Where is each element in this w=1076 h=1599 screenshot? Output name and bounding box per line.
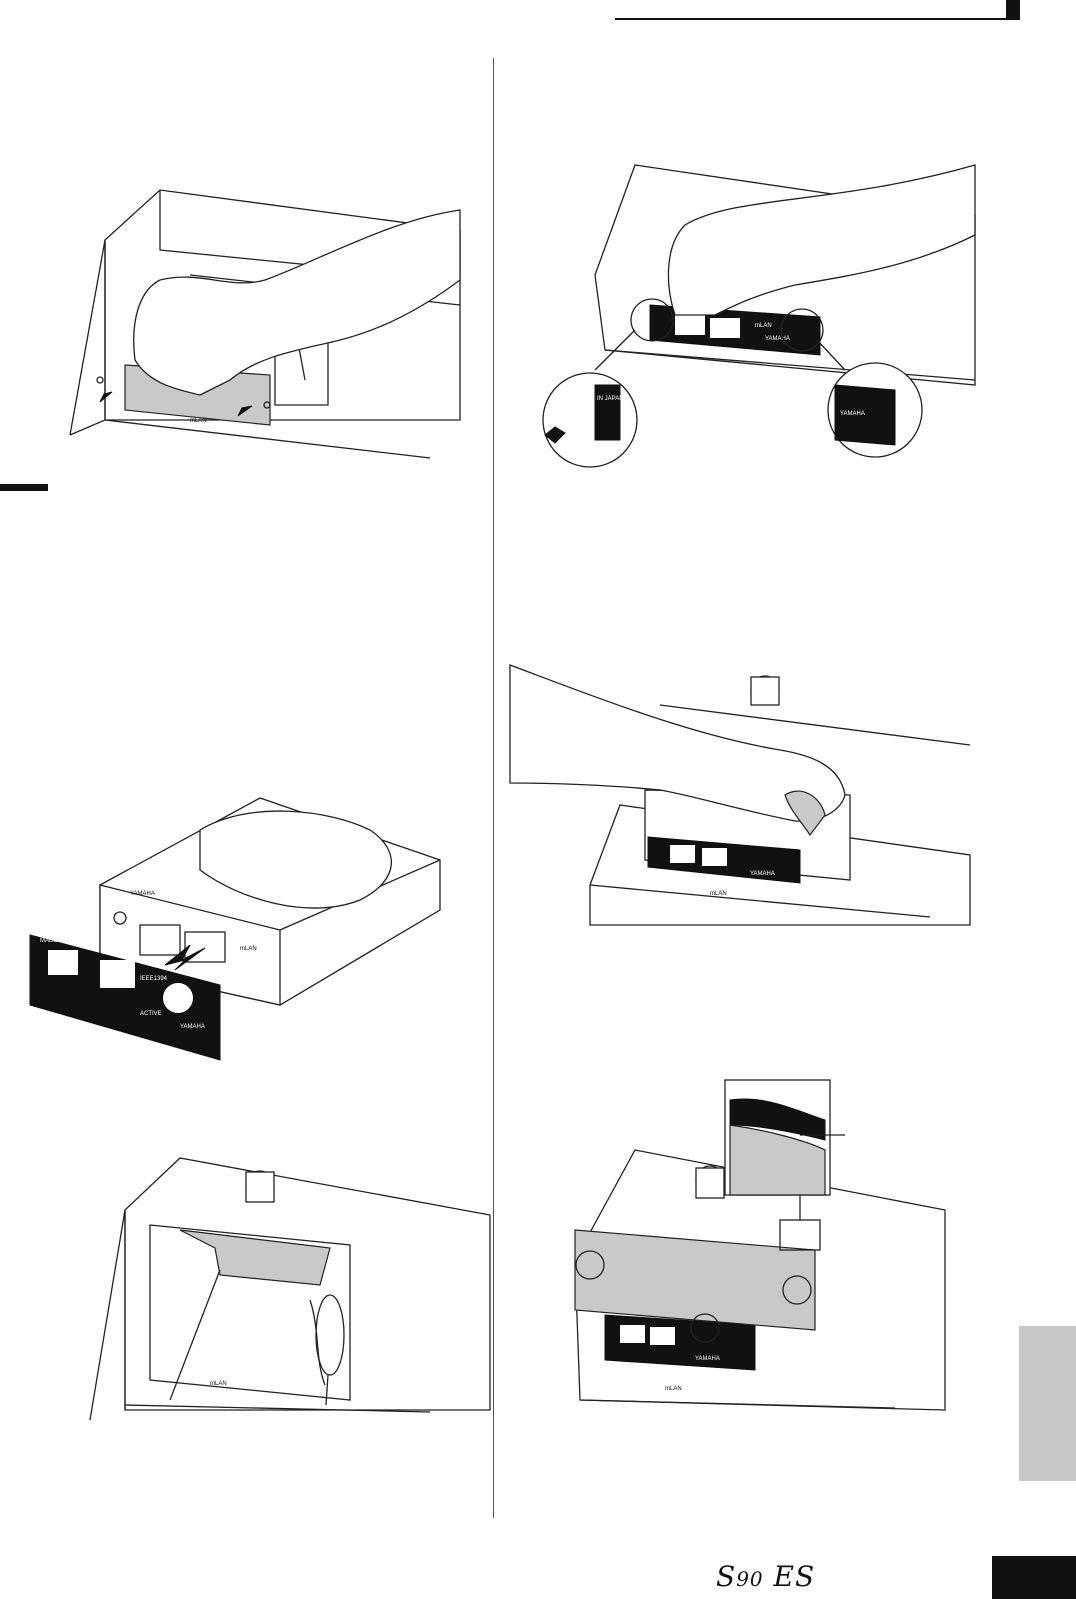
svg-text:YAMAHA: YAMAHA xyxy=(840,411,865,417)
figure-screw-board: YAMAHA mLAN IN JAPAN YAMAHA xyxy=(535,155,985,475)
svg-text:YAMAHA: YAMAHA xyxy=(750,871,775,877)
svg-text:ACTIVE: ACTIVE xyxy=(140,1011,162,1017)
detail-left xyxy=(543,373,637,467)
cover-label: mLAN xyxy=(190,418,207,424)
section-marker-bar xyxy=(0,484,48,491)
figure-attach-cover: YAMAHA mLAN xyxy=(525,1080,985,1440)
svg-text:IEEE1394: IEEE1394 xyxy=(140,976,168,982)
svg-text:mLAN: mLAN xyxy=(755,323,772,329)
detail-panel xyxy=(595,385,620,440)
svg-text:mLAN: mLAN xyxy=(210,1381,227,1387)
page-number-box xyxy=(992,1556,1076,1599)
svg-text:mLAN: mLAN xyxy=(665,1386,682,1392)
product-logo: S90 ES xyxy=(716,1560,815,1593)
svg-text:YAMAHA: YAMAHA xyxy=(180,1024,205,1030)
svg-text:IN JAPAN: IN JAPAN xyxy=(597,396,624,402)
figure-open-slot: mLAN xyxy=(70,1150,500,1420)
svg-text:mLAN: mLAN xyxy=(240,946,257,952)
figure-board-insert: YAMAHA mLAN MADE IN JAPAN YAMAHA IEEE139… xyxy=(30,790,450,1070)
svg-text:YAMAHA: YAMAHA xyxy=(765,336,790,342)
svg-text:YAMAHA: YAMAHA xyxy=(695,1356,720,1362)
svg-text:MADE IN JAPAN: MADE IN JAPAN xyxy=(40,938,86,944)
svg-text:mLAN: mLAN xyxy=(710,891,727,897)
header-rule xyxy=(615,18,1008,20)
figure-remove-cover: mLAN xyxy=(60,180,530,470)
figure-tuck-cable: YAMAHA mLAN xyxy=(510,655,970,925)
header-tab-marker xyxy=(1006,0,1020,20)
svg-text:YAMAHA: YAMAHA xyxy=(130,891,155,897)
chapter-side-tab xyxy=(1019,1326,1076,1481)
